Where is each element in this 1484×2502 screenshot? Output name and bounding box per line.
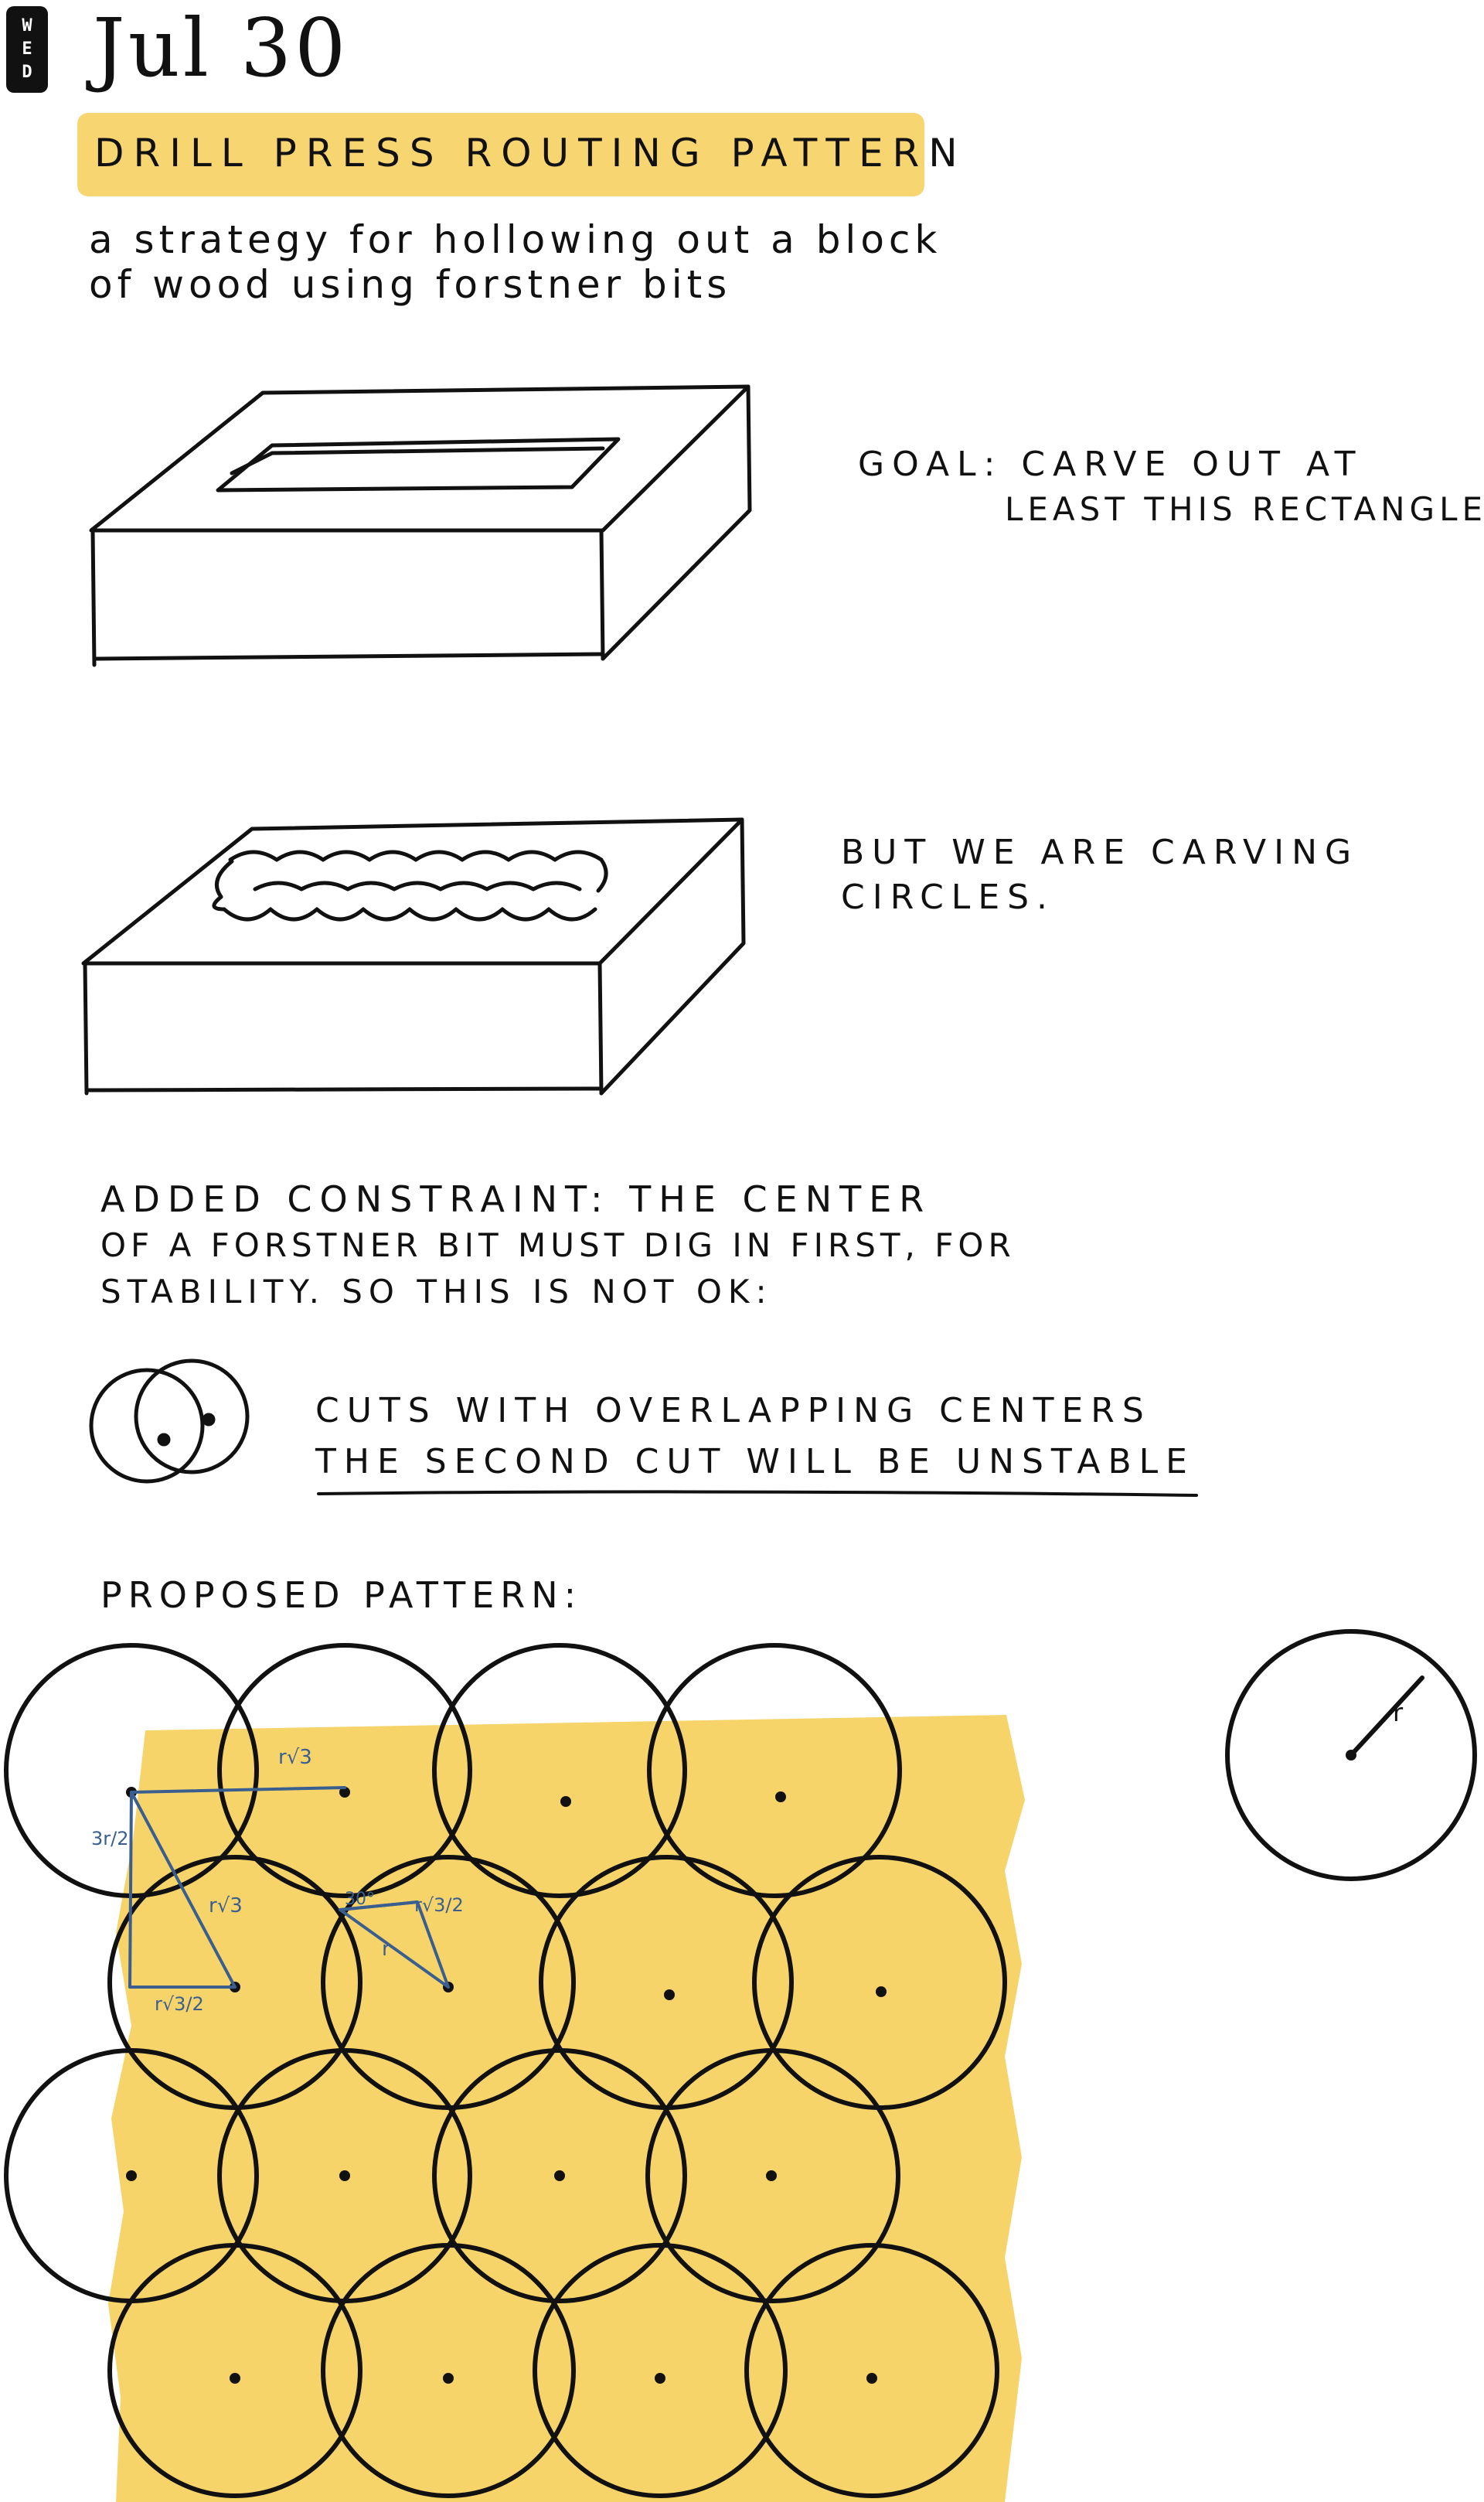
annotation-r-sqrt3-diag: r√3: [209, 1894, 243, 1917]
box-sketch-goal: [89, 384, 752, 667]
page-title: DRILL PRESS ROUTING PATTERN: [94, 131, 967, 176]
underline: [317, 1490, 1198, 1497]
annotation-angle: 30°: [345, 1890, 375, 1909]
circle-centers: [126, 1787, 887, 2384]
radius-label: r: [1393, 1698, 1404, 1727]
radius-reference: [1225, 1629, 1477, 1881]
annotation-three-r-over-2: 3r/2: [91, 1828, 129, 1849]
title-highlight: [77, 113, 924, 196]
annotation-r: r: [382, 1938, 390, 1961]
constraint-line-3: STABILITY. SO THIS IS NOT OK:: [100, 1273, 773, 1311]
page-date: Jul 30: [93, 1, 349, 95]
geometry-annotations: [128, 1786, 450, 1989]
constraint-line-2: OF A FORSTNER BIT MUST DIG IN FIRST, FOR: [100, 1226, 1016, 1264]
day-letter: E: [22, 39, 32, 59]
goal-line-1: GOAL: CARVE OUT AT: [858, 445, 1363, 484]
overlap-line-1: CUTS WITH OVERLAPPING CENTERS: [315, 1391, 1152, 1430]
circles-line-1: BUT WE ARE CARVING: [841, 833, 1360, 872]
annotation-r-sqrt3-over-2-right: r√3/2: [414, 1894, 464, 1916]
subtitle-line-1: a strategy for hollowing out a block: [89, 217, 942, 262]
box-sketch-circles: [81, 817, 746, 1096]
day-tab: W E D: [6, 6, 48, 93]
radius-center: [1346, 1750, 1356, 1761]
day-letter: W: [22, 16, 32, 36]
annotation-r-sqrt3-over-2-bottom: r√3/2: [155, 1993, 204, 2015]
overlap-line-2: THE SECOND CUT WILL BE UNSTABLE: [315, 1442, 1195, 1481]
annotation-r-sqrt3-top: r√3: [278, 1746, 312, 1769]
overlapping-circles-sketch: [89, 1358, 250, 1484]
day-letter: D: [22, 63, 32, 82]
goal-line-2: LEAST THIS RECTANGLE: [1005, 490, 1484, 528]
subtitle-line-2: of wood using forstner bits: [89, 262, 732, 307]
pattern-label: PROPOSED PATTERN:: [100, 1574, 583, 1616]
constraint-line-1: ADDED CONSTRAINT: THE CENTER: [100, 1178, 932, 1220]
circle-pattern: [4, 1643, 1007, 2498]
circles-line-2: CIRCLES.: [841, 878, 1056, 917]
